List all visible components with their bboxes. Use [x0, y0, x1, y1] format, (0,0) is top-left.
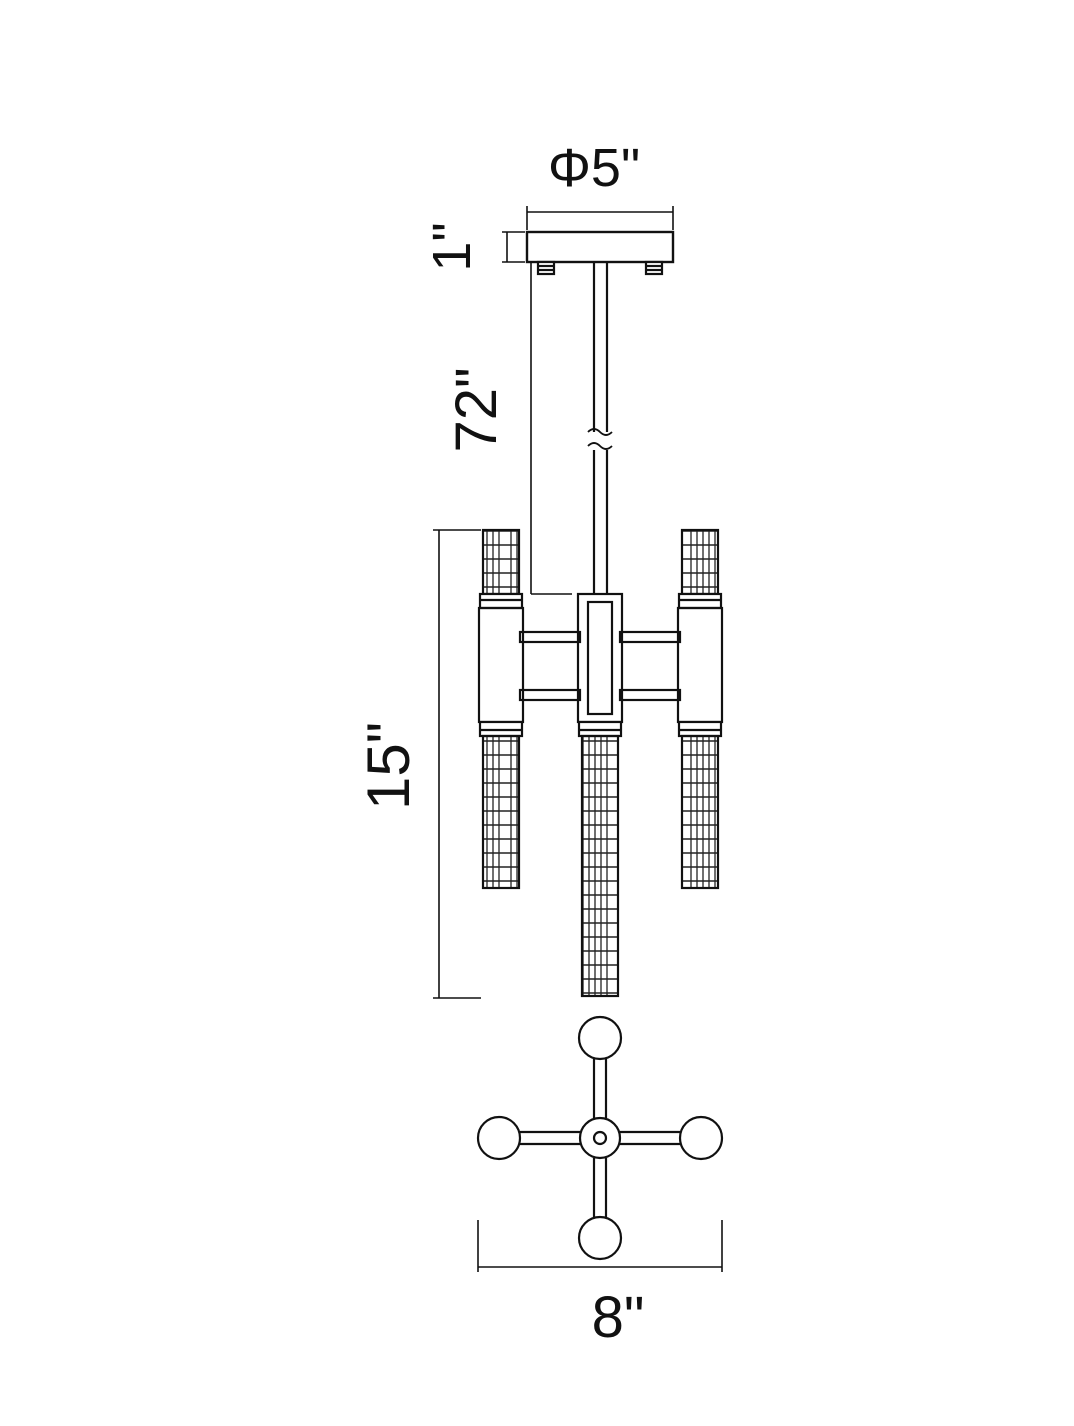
fixture-height-label: 15" — [355, 722, 422, 810]
left-light-arm — [477, 528, 525, 890]
canopy-height-dimension-line — [502, 231, 525, 263]
canopy-diameter-label: Φ5" — [548, 138, 640, 198]
bottom-view — [476, 1015, 724, 1261]
canopy-diameter-dimension-line — [526, 206, 674, 230]
rod-length-dimension-line — [530, 262, 572, 595]
canopy — [525, 230, 675, 276]
rod-length-label: 72" — [444, 367, 509, 452]
right-light-arm — [676, 528, 724, 890]
center-light-arm — [576, 592, 624, 998]
canopy-height-label: 1" — [422, 222, 482, 271]
suspension-rod — [587, 262, 613, 594]
cross-bars — [518, 630, 682, 702]
fixture-width-label: 8" — [592, 1285, 645, 1350]
fixture-height-dimension-line — [433, 529, 481, 999]
fixture-width-dimension-line — [477, 1220, 723, 1272]
